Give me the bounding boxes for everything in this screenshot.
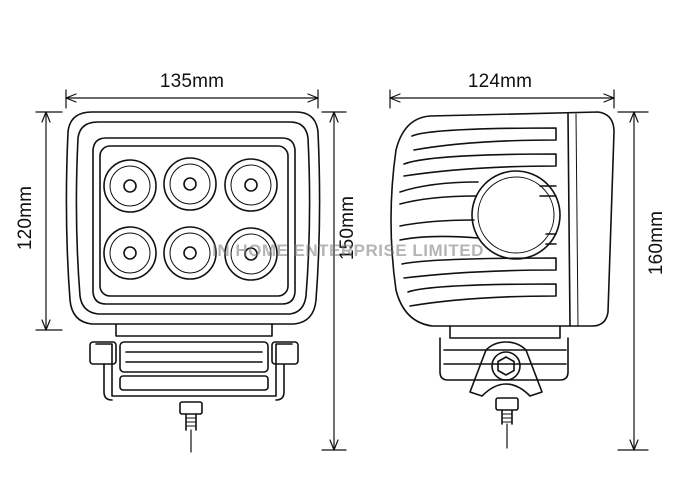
- side-view: [390, 111, 615, 449]
- front-bracket: [89, 323, 299, 453]
- front-lens-panel: [92, 137, 296, 305]
- side-bracket: [439, 325, 569, 449]
- led-reflector: [224, 227, 278, 281]
- led-emitter: [244, 178, 258, 192]
- led-row-top: [103, 157, 278, 213]
- side-light-window-inner: [477, 176, 555, 254]
- led-reflector-inner: [169, 163, 211, 205]
- reflector-frame: [99, 145, 289, 297]
- side-width-label: 124mm: [467, 71, 533, 92]
- led-emitter: [123, 179, 137, 193]
- watermark-text: IN HOME ENTERPRISE LIMITED: [212, 241, 484, 260]
- led-reflector-inner: [109, 165, 151, 207]
- front-width-label: 135mm: [159, 71, 225, 92]
- pivot-bolt: [491, 351, 521, 381]
- led-reflector-inner: [169, 232, 211, 274]
- side-face-plate: [567, 113, 571, 327]
- led-reflector: [103, 226, 157, 280]
- led-reflector: [224, 158, 278, 212]
- led-emitter: [183, 177, 197, 191]
- led-reflector: [103, 159, 157, 213]
- led-reflector: [163, 226, 217, 280]
- led-reflector-inner: [230, 233, 272, 275]
- led-reflector-inner: [230, 164, 272, 206]
- front-housing-outer: [65, 111, 321, 325]
- led-row-bottom: [103, 226, 278, 281]
- side-height-label: 160mm: [646, 210, 667, 276]
- front-view: [65, 111, 321, 453]
- led-reflector: [163, 157, 217, 211]
- dimension-lines: [35, 89, 649, 451]
- side-light-window: [471, 170, 561, 260]
- mount-bolt: [179, 401, 203, 415]
- led-emitter: [123, 246, 137, 260]
- led-emitter: [183, 246, 197, 260]
- pivot-nut: [497, 356, 515, 376]
- led-reflector-inner: [109, 232, 151, 274]
- front-housing-inner: [75, 121, 311, 315]
- led-emitter: [244, 247, 258, 261]
- cooling-fins: [399, 127, 557, 307]
- side-housing-outer: [390, 111, 615, 327]
- front-height-label: 120mm: [15, 185, 36, 251]
